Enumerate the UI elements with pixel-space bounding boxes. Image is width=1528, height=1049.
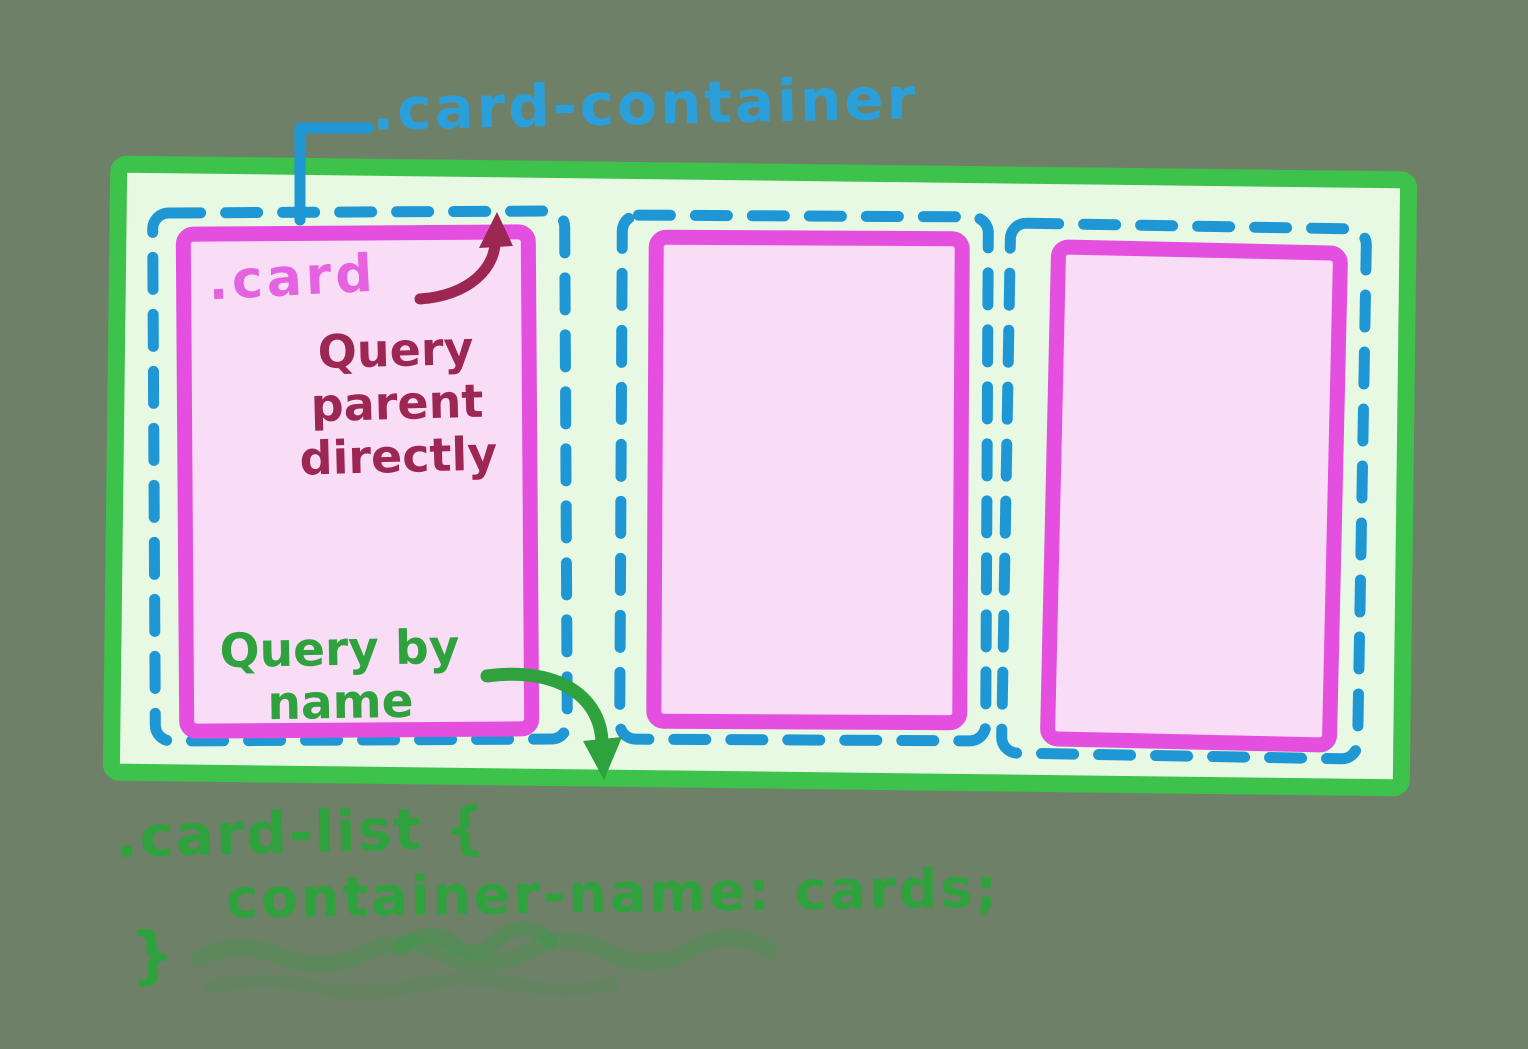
query-by-name-line-2: name (266, 673, 414, 731)
erased-scribble (191, 921, 779, 999)
arrow-from-query-by-name (480, 667, 609, 753)
query-parent-line-3: directly (298, 426, 498, 486)
query-by-name-annotation: Query by name (189, 619, 491, 731)
erased-scribble-stroke-2 (392, 921, 558, 960)
label-connector-line (294, 122, 374, 226)
card-container-label: .card-container (371, 64, 919, 144)
card-3 (1040, 239, 1348, 753)
code-container-name-line: container-name: cards; (225, 856, 1001, 931)
query-parent-line-2: parent (310, 373, 484, 433)
arrow-to-card-head (479, 212, 513, 248)
dashed-boundary-card-3 (996, 217, 1372, 765)
erased-scribble-stroke-1 (191, 929, 779, 973)
code-closing-brace-line: } (128, 917, 176, 992)
card-2 (646, 229, 970, 731)
query-parent-annotation: Query parent directly (250, 320, 544, 486)
card-label: .card (206, 243, 379, 313)
code-selector-line: .card-list { (115, 795, 488, 871)
query-parent-line-1: Query (317, 320, 475, 380)
dashed-boundary-card-1 (147, 205, 573, 747)
dashed-boundary-card-2 (614, 209, 994, 747)
query-by-name-line-1: Query by (219, 619, 460, 680)
card-1 (175, 224, 540, 739)
arrow-from-query-by-name-head (583, 737, 622, 780)
erased-scribble-stroke-3 (203, 972, 621, 999)
